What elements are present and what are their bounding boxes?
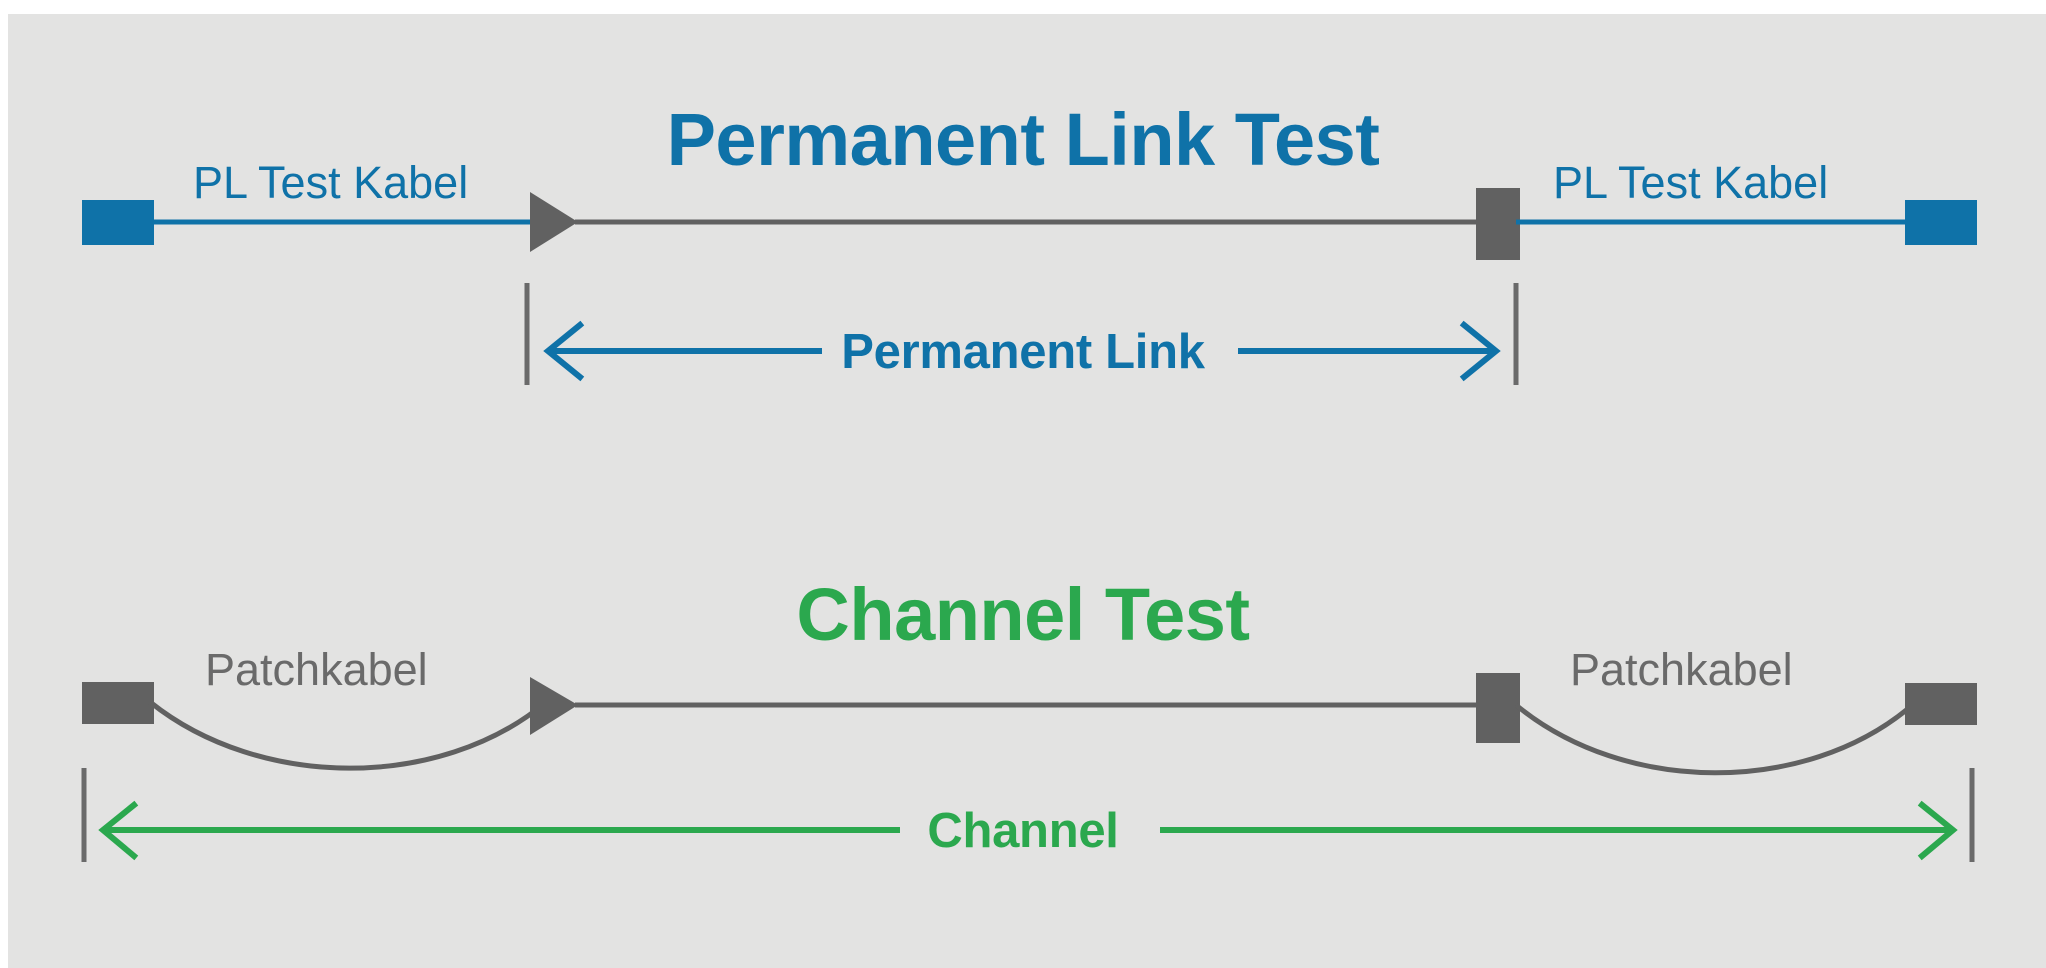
pl-span-left-arrow (543, 320, 822, 382)
pl-triangle-plug-icon (530, 192, 578, 252)
ch-left-cable-label: Patchkabel (205, 644, 428, 695)
pl-right-rectangle-jack-icon (1476, 188, 1520, 260)
permanent-link-test-group: Permanent Link Test PL Test Kabel PL Tes… (82, 98, 1977, 385)
channel-test-group: Channel Test Patchkabel Patchkabel (81, 573, 1977, 862)
ch-right-cable-label: Patchkabel (1570, 644, 1793, 695)
ch-left-gray-square-connector (82, 682, 154, 724)
pl-right-cable-label: PL Test Kabel (1553, 157, 1828, 208)
ch-span-left-arrow (98, 800, 900, 861)
ch-triangle-plug-icon (530, 677, 578, 735)
ch-right-gray-square-connector (1905, 683, 1977, 725)
ch-span-label: Channel (927, 804, 1118, 858)
pl-left-blue-square-connector (82, 200, 154, 245)
ch-right-patch-cable-curve (1514, 703, 1912, 776)
pl-span-right-arrow (1238, 320, 1501, 382)
pl-right-blue-square-connector (1905, 200, 1977, 245)
pl-left-cable-label: PL Test Kabel (193, 157, 468, 208)
diagram-background-plate (8, 14, 2046, 968)
permanent-link-test-title: Permanent Link Test (667, 98, 1380, 181)
ch-span-right-arrow (1160, 800, 1958, 861)
ch-left-patch-cable-curve (148, 700, 547, 771)
ch-right-rectangle-jack-icon (1476, 673, 1520, 743)
channel-test-title: Channel Test (796, 573, 1249, 656)
pl-span-label: Permanent Link (841, 325, 1205, 379)
